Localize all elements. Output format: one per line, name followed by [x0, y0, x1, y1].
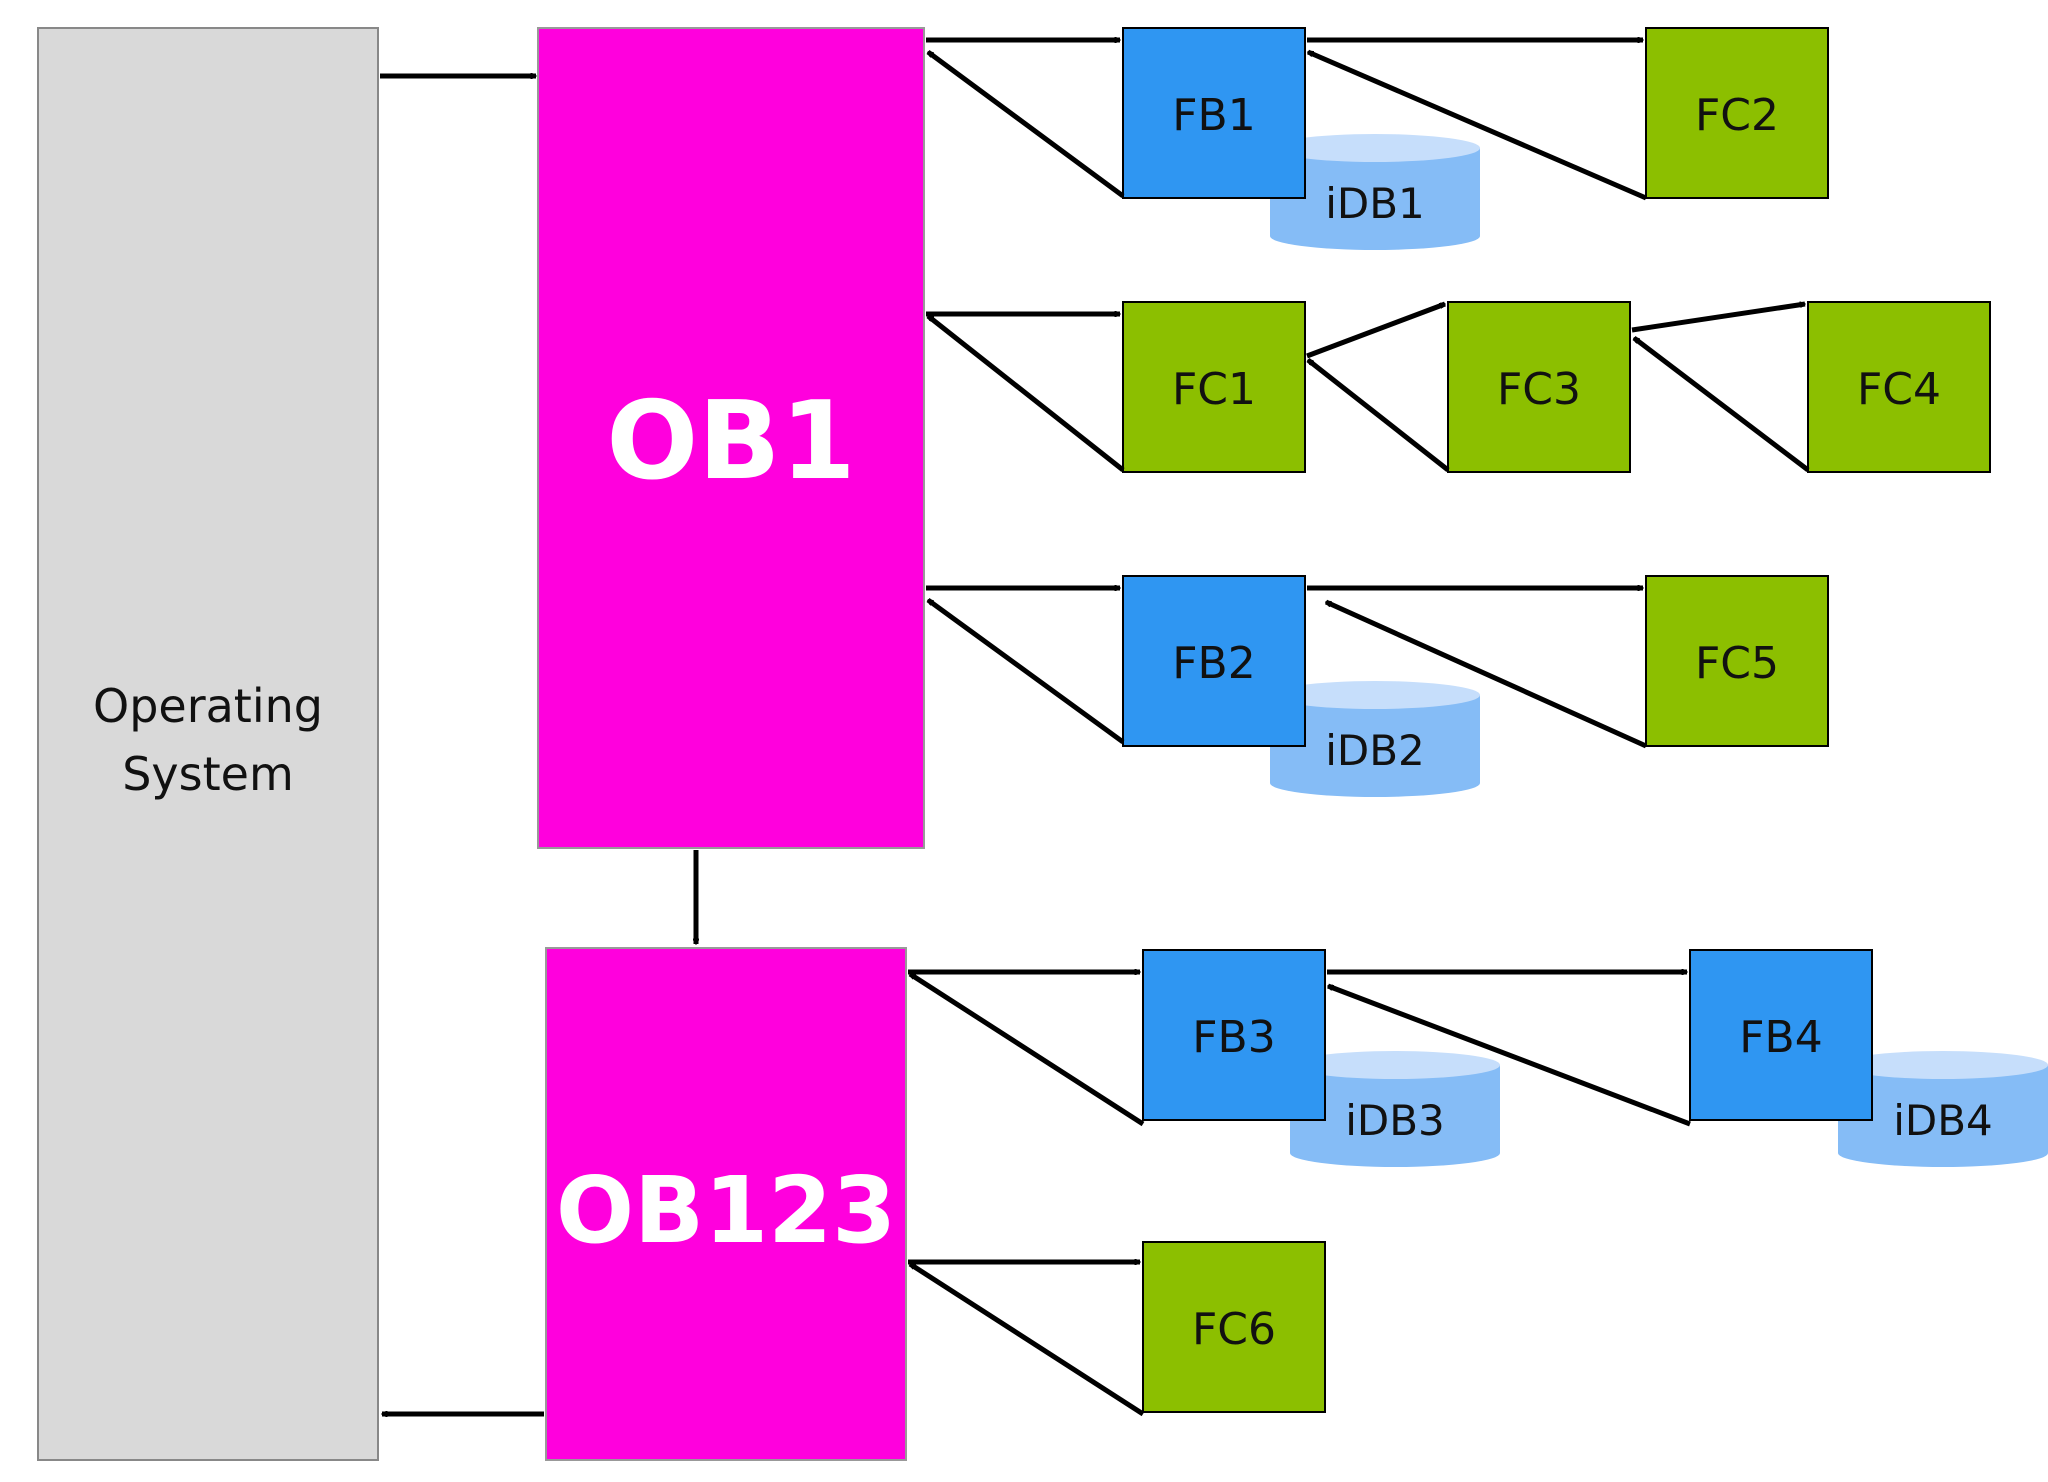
ob1-label: OB1 [606, 379, 855, 504]
fb3-label: FB3 [1192, 1012, 1276, 1063]
ob1-block: OB1 [537, 27, 925, 849]
idb1-label: iDB1 [1325, 179, 1425, 228]
fc3-block: FC3 [1447, 301, 1631, 473]
fc2-label: FC2 [1695, 90, 1779, 141]
fc2-block: FC2 [1645, 27, 1829, 199]
arrow-fc3-return-fc1 [1308, 358, 1450, 472]
fb3-block: FB3 [1142, 949, 1326, 1121]
idb3-label: iDB3 [1345, 1096, 1445, 1145]
fc3-label: FC3 [1497, 364, 1581, 415]
arrow-fc1-call-fc3 [1306, 301, 1445, 359]
fc6-block: FC6 [1142, 1241, 1326, 1413]
arrow-fb4-return-fb3 [1328, 983, 1691, 1127]
arrow-fb1-return-ob1 [928, 49, 1125, 199]
operating-system-label-line1: Operating [93, 679, 323, 733]
arrow-fc6-return-ob123 [910, 1261, 1145, 1417]
arrows [380, 40, 1810, 1417]
arrow-fc5-return-fb2 [1326, 599, 1648, 749]
fc6-label: FC6 [1192, 1304, 1276, 1355]
arrow-fb3-return-ob123 [910, 971, 1145, 1127]
fb1-label: FB1 [1172, 90, 1256, 141]
arrow-fb2-return-ob1 [928, 597, 1125, 745]
arrow-fc4-return-fc3 [1634, 336, 1810, 472]
idb1-cylinder: iDB1 [1270, 134, 1480, 250]
idb2-label: iDB2 [1325, 726, 1425, 775]
fc5-block: FC5 [1645, 575, 1829, 747]
fc1-block: FC1 [1122, 301, 1306, 473]
arrow-fc3-call-fc4 [1631, 304, 1805, 333]
idb4-label: iDB4 [1893, 1096, 1993, 1145]
arrow-fc2-return-fb1 [1308, 49, 1647, 201]
ob123-block: OB123 [545, 947, 907, 1461]
operating-system-block: Operating System [37, 27, 379, 1461]
idb4-cylinder: iDB4 [1838, 1051, 2048, 1167]
fb2-label: FB2 [1172, 638, 1256, 689]
fb2-block: FB2 [1122, 575, 1306, 747]
fc1-label: FC1 [1172, 364, 1256, 415]
arrow-fc1-return-ob1 [928, 314, 1125, 472]
idb3-cylinder: iDB3 [1290, 1051, 1500, 1167]
fc5-label: FC5 [1695, 638, 1779, 689]
ob123-label: OB123 [556, 1157, 896, 1264]
fb4-block: FB4 [1689, 949, 1873, 1121]
operating-system-label-line2: System [122, 747, 294, 801]
fb1-block: FB1 [1122, 27, 1306, 199]
fc4-block: FC4 [1807, 301, 1991, 473]
idb2-cylinder: iDB2 [1270, 681, 1480, 797]
fb4-label: FB4 [1739, 1012, 1823, 1063]
fc4-label: FC4 [1857, 364, 1941, 415]
